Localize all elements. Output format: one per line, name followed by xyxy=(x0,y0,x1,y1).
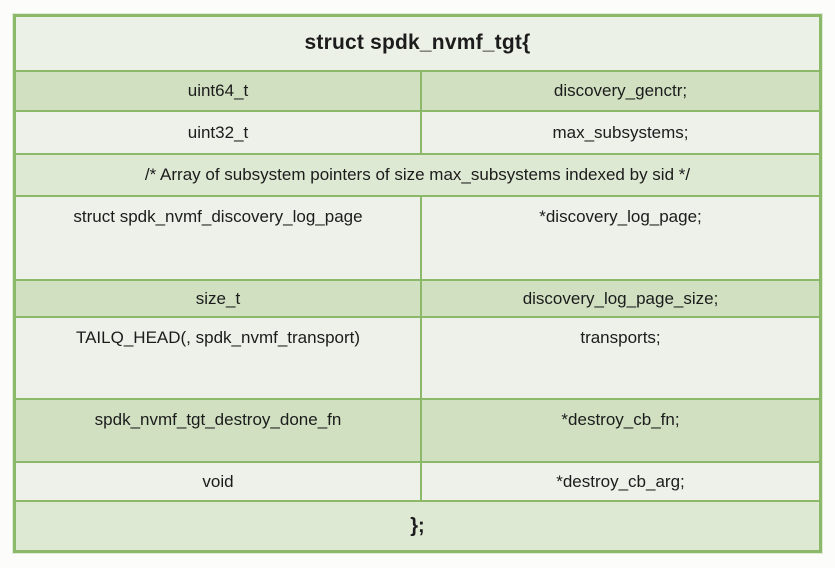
member-field-cell: *destroy_cb_fn; xyxy=(561,410,680,429)
member-field-cell: discovery_genctr; xyxy=(553,81,688,101)
member-type-cell: size_t xyxy=(16,281,422,316)
member-type-cell: void xyxy=(16,463,422,500)
member-field-cell: discovery_log_page_size; xyxy=(522,288,719,308)
member-row-discovery-genctr: uint64_t discovery_genctr; xyxy=(16,70,819,110)
closing-brace-row: }; xyxy=(16,500,819,550)
member-type-cell: spdk_nvmf_tgt_destroy_done_fn xyxy=(16,400,422,461)
member-field-cell: transports; xyxy=(580,328,661,347)
member-field-cell: max_subsystems; xyxy=(552,122,689,142)
member-row-discovery-log-page: struct spdk_nvmf_discovery_log_page *dis… xyxy=(16,195,819,279)
member-row-destroy-cb-fn: spdk_nvmf_tgt_destroy_done_fn *destroy_c… xyxy=(16,398,819,461)
closing-brace-text: }; xyxy=(410,514,425,537)
member-field-cell: *discovery_log_page; xyxy=(539,207,702,226)
member-row-max-subsystems: uint32_t max_subsystems; xyxy=(16,110,819,153)
member-type-cell: uint32_t xyxy=(16,112,422,153)
member-row-transports: TAILQ_HEAD(, spdk_nvmf_transport) transp… xyxy=(16,316,819,398)
member-type-cell: uint64_t xyxy=(16,72,422,110)
comment-text: /* Array of subsystem pointers of size m… xyxy=(144,165,691,185)
member-row-discovery-log-page-size: size_t discovery_log_page_size; xyxy=(16,279,819,316)
member-type-cell: TAILQ_HEAD(, spdk_nvmf_transport) xyxy=(16,318,422,398)
struct-title: struct spdk_nvmf_tgt{ xyxy=(304,31,531,55)
member-type-cell: struct spdk_nvmf_discovery_log_page xyxy=(16,197,422,279)
comment-row: /* Array of subsystem pointers of size m… xyxy=(16,153,819,195)
member-row-destroy-cb-arg: void *destroy_cb_arg; xyxy=(16,461,819,500)
struct-header-row: struct spdk_nvmf_tgt{ xyxy=(16,17,819,70)
struct-definition-table: struct spdk_nvmf_tgt{ uint64_t discovery… xyxy=(13,14,822,553)
member-field-cell: *destroy_cb_arg; xyxy=(556,471,685,491)
